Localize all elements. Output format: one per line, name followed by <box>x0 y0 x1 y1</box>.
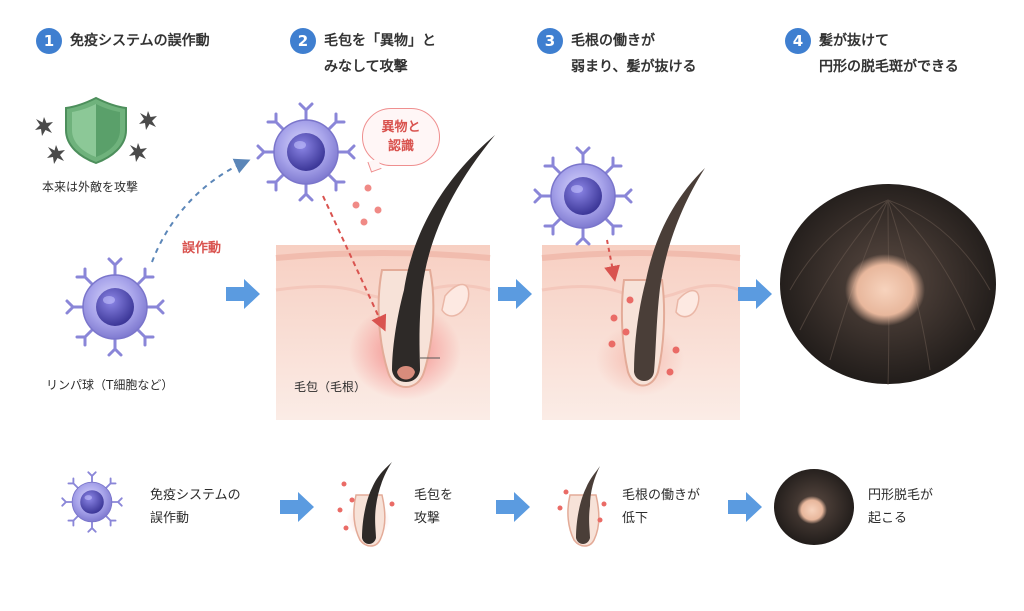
step-3-header: 3 毛根の働きが 弱まり、髪が抜ける <box>537 28 696 80</box>
hair-follicle-icon <box>337 462 395 547</box>
misfire-label: 誤作動 <box>182 241 222 256</box>
step-2-header: 2 毛包を「異物」と みなして攻撃 <box>290 28 436 80</box>
step-number-4: 4 <box>785 28 811 54</box>
flow-step-2: 毛包を 攻撃 <box>414 488 454 526</box>
shield-caption: 本来は外敵を攻撃 <box>42 180 139 194</box>
step-title-4: 髪が抜けて 円形の脱毛斑ができる <box>819 33 959 75</box>
lymphocyte-icon <box>61 471 123 533</box>
step-4-header: 4 髪が抜けて 円形の脱毛斑ができる <box>785 28 959 80</box>
hair-follicle-icon <box>275 135 495 420</box>
step-title-1: 免疫システムの誤作動 <box>70 33 210 49</box>
shield-icon <box>65 96 127 165</box>
step-title-3: 毛根の働きが 弱まり、髪が抜ける <box>571 33 697 75</box>
recognize-bubble: 異物と 認識 <box>362 108 440 166</box>
arrow-right-icon <box>496 492 530 522</box>
virus-icon <box>139 111 157 130</box>
step-number-2: 2 <box>290 28 316 54</box>
step-title-2: 毛包を「異物」と みなして攻撃 <box>324 33 436 75</box>
lymphocyte-label: リンパ球（T細胞など） <box>46 378 174 392</box>
flow-step-1: 免疫システムの 誤作動 <box>150 488 241 526</box>
flow-step-4: 円形脱毛が 起こる <box>868 488 934 526</box>
head-icon <box>774 469 854 545</box>
virus-icon <box>129 143 147 162</box>
arrow-right-icon <box>226 279 260 309</box>
flow-step-3: 毛根の働きが 低下 <box>622 488 701 526</box>
follicle-label: 毛包（毛根） <box>294 380 367 394</box>
arrow-right-icon <box>280 492 314 522</box>
step-number-1: 1 <box>36 28 62 54</box>
cytokine-dots <box>608 296 680 376</box>
lymphocyte-icon <box>65 257 165 357</box>
lymphocyte-icon <box>533 146 633 246</box>
lymphocyte-icon <box>256 102 356 202</box>
head-icon <box>780 184 996 386</box>
cytokine-dots <box>352 184 382 226</box>
virus-icon <box>47 145 65 164</box>
arrow-right-icon <box>738 279 772 309</box>
arrow-right-icon <box>728 492 762 522</box>
hair-follicle-icon <box>541 168 741 420</box>
step-number-3: 3 <box>537 28 563 54</box>
step-1-header: 1 免疫システムの誤作動 <box>36 28 210 54</box>
arrow-right-icon <box>498 279 532 309</box>
hair-follicle-icon <box>557 466 607 547</box>
virus-icon <box>35 117 53 136</box>
